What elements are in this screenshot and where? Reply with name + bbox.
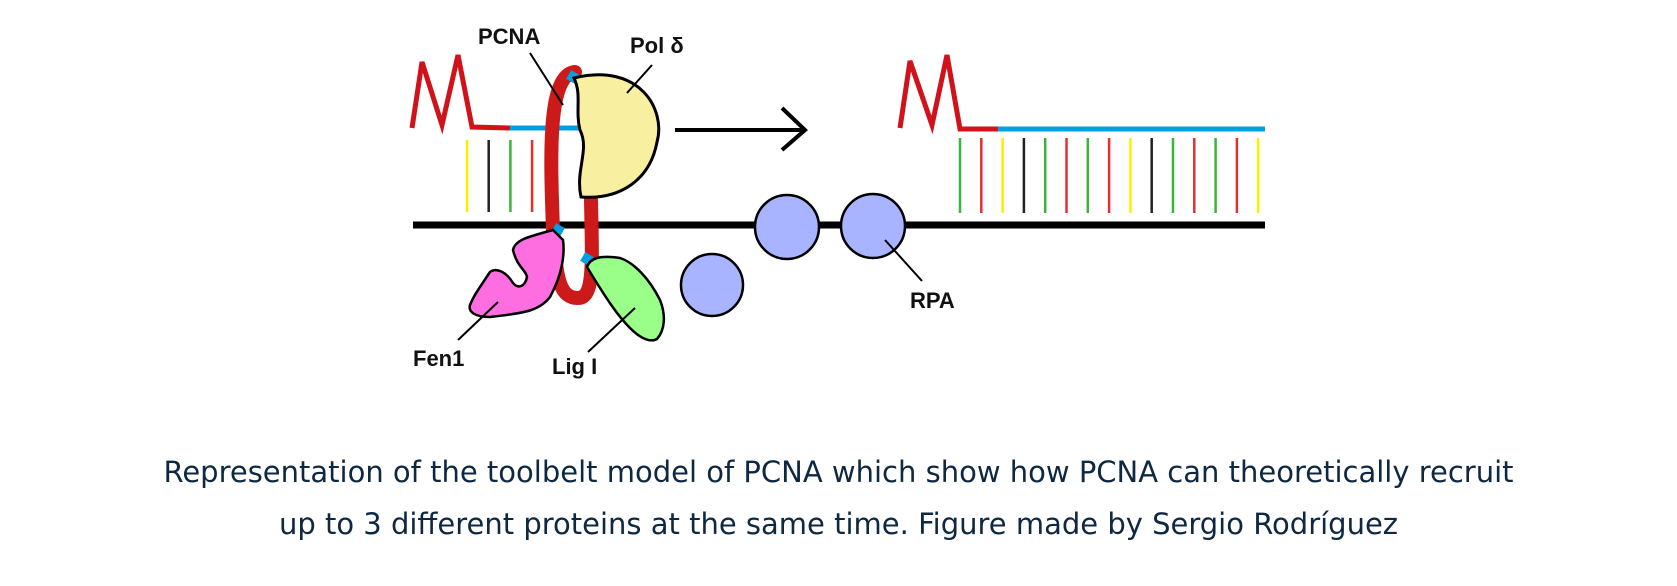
fen1-shape xyxy=(468,228,565,319)
rna-primer-left xyxy=(409,54,511,135)
rpa-circle xyxy=(839,192,907,260)
lig1-label: Lig I xyxy=(552,354,597,379)
direction-arrow-icon xyxy=(675,106,808,152)
pol-delta-shape xyxy=(571,73,661,199)
rpa-circle xyxy=(679,252,745,318)
rna-primer-right xyxy=(897,54,998,135)
pcna-label: PCNA xyxy=(478,24,540,49)
rpa-label: RPA xyxy=(910,288,955,313)
pol-delta-label: Pol δ xyxy=(630,33,684,58)
base-pairs-right xyxy=(958,138,1260,213)
fen1-label: Fen1 xyxy=(413,346,464,371)
caption-line-2: up to 3 different proteins at the same t… xyxy=(278,507,1399,541)
caption-line-1: Representation of the toolbelt model of … xyxy=(163,455,1514,489)
rpa-circle xyxy=(753,193,821,261)
base-pairs-left xyxy=(465,140,534,212)
lig1-shape xyxy=(585,255,666,342)
leader-lines xyxy=(457,52,923,353)
